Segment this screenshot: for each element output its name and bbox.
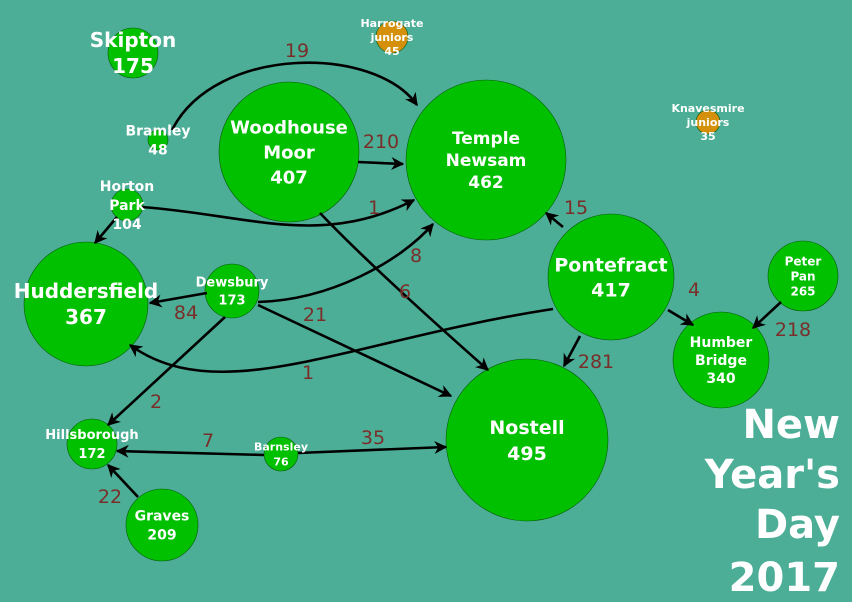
node-humber-label: 340 <box>706 371 735 387</box>
diagram-title: New Year's Day 2017 <box>704 402 840 601</box>
node-pontefract-label: 417 <box>591 279 631 301</box>
title-line: 2017 <box>729 555 840 601</box>
node-horton-label: Horton <box>100 179 155 195</box>
edge-pontefract-huddersfield <box>128 307 554 373</box>
node-horton-label: Park <box>109 198 145 214</box>
node-pontefract-circle <box>547 213 675 341</box>
node-graves-label: 209 <box>147 528 176 544</box>
node-temple-label: Newsam <box>446 151 527 171</box>
node-skipton-label: 175 <box>112 54 154 78</box>
edge-dewsbury-hillsborough <box>107 316 226 426</box>
node-skipton-circle <box>107 27 159 79</box>
edge-pontefract-temple <box>544 211 564 229</box>
node-harrogate-label: 45 <box>384 45 399 58</box>
node-bramley-label: Bramley <box>125 124 190 140</box>
node-woodhouse-label: Moor <box>263 142 315 163</box>
edge-woodhouse-nostell <box>319 212 489 371</box>
node-huddersfield-circle <box>23 241 149 367</box>
edge-woodhouse-nostell-label: 6 <box>399 281 411 303</box>
edge-graves-hillsborough <box>107 464 139 498</box>
node-huddersfield-label: 367 <box>65 305 107 329</box>
node-hillsborough-label: Hillsborough <box>45 428 138 443</box>
node-graves-circle <box>125 488 199 562</box>
edge-pontefract-nostell-label: 281 <box>578 351 614 373</box>
edge-dewsbury-temple <box>257 223 434 304</box>
edge-barnsley-nostell-label: 35 <box>361 427 385 449</box>
edge-dewsbury-nostell-label: 21 <box>303 304 327 326</box>
node-peterpan-label: 265 <box>790 284 815 298</box>
node-hillsborough-circle <box>66 418 118 470</box>
node-temple-label: Temple <box>452 129 520 149</box>
node-graves-label: Graves <box>135 509 190 525</box>
node-pontefract-label: Pontefract <box>554 254 667 276</box>
edge-pontefract-temple-label: 15 <box>564 197 588 219</box>
edge-pontefract-nostell <box>562 335 582 368</box>
edge-dewsbury-hillsborough-label: 2 <box>150 391 162 413</box>
edge-woodhouse-temple-label: 210 <box>363 131 399 153</box>
edge-horton-temple-label: 1 <box>368 197 380 219</box>
edge-woodhouse-temple <box>357 156 405 170</box>
edge-barnsley-hillsborough-label: 7 <box>202 430 214 452</box>
edge-barnsley-nostell <box>297 440 448 455</box>
node-skipton-label: Skipton <box>90 28 176 52</box>
node-humber-label: Bridge <box>695 353 747 369</box>
nodes <box>23 20 839 562</box>
node-barnsley-label: Barnsley <box>254 440 308 453</box>
node-humber-circle <box>672 311 770 409</box>
node-peterpan-circle <box>767 240 839 312</box>
title-line: New <box>742 402 840 448</box>
node-harrogate-label: Harrogate <box>360 17 423 30</box>
node-peterpan-label: Peter <box>785 254 822 268</box>
node-dewsbury-circle <box>204 263 260 319</box>
node-peterpan-label: Pan <box>790 269 815 283</box>
title-line: Year's <box>704 452 840 498</box>
edge-peterpan-humber <box>752 301 782 329</box>
node-nostell-label: Nostell <box>489 417 564 439</box>
node-woodhouse-label: 407 <box>270 167 308 188</box>
node-harrogate-label: juniors <box>370 31 414 44</box>
node-dewsbury-label: Dewsbury <box>196 276 269 291</box>
node-temple-label: 462 <box>468 173 504 193</box>
edge-graves-hillsborough-label: 22 <box>98 486 122 508</box>
node-hillsborough-label: 172 <box>78 447 105 462</box>
node-horton-circle <box>110 188 144 222</box>
node-temple-circle <box>405 79 567 241</box>
edge-pontefract-huddersfield-label: 1 <box>302 362 314 384</box>
node-huddersfield-label: Huddersfield <box>14 279 159 303</box>
edges: 19 210 1 8 15 6 84 21 1 4 281 218 2 7 35 22 <box>94 40 811 508</box>
edge-horton-huddersfield <box>94 216 118 244</box>
node-bramley-circle <box>147 129 169 151</box>
node-woodhouse-label: Woodhouse <box>230 117 348 138</box>
title-line: Day <box>755 502 840 548</box>
edge-dewsbury-huddersfield <box>148 291 208 308</box>
node-humber-label: Humber <box>690 335 753 351</box>
node-knavesmire-circle <box>695 109 721 135</box>
node-dewsbury-label: 173 <box>218 294 245 309</box>
edge-bramley-temple <box>170 61 419 131</box>
node-knavesmire-label: 35 <box>700 130 715 143</box>
node-bramley-label: 48 <box>148 143 167 159</box>
edge-horton-temple <box>141 198 416 227</box>
node-barnsley-label: 76 <box>273 455 289 468</box>
edge-dewsbury-huddersfield-label: 84 <box>174 302 198 324</box>
node-nostell-circle <box>445 358 609 522</box>
node-labels: Skipton175Harrogatejuniors45Bramley48Woo… <box>14 17 822 544</box>
edge-peterpan-humber-label: 218 <box>775 319 811 341</box>
edge-pontefract-humber-label: 4 <box>688 279 700 301</box>
node-horton-label: 104 <box>112 217 141 233</box>
node-woodhouse-circle <box>218 81 360 223</box>
edge-barnsley-hillsborough <box>115 444 265 458</box>
edge-bramley-temple-label: 19 <box>285 40 309 62</box>
node-harrogate-circle <box>375 20 409 54</box>
node-knavesmire-label: juniors <box>686 116 730 129</box>
node-nostell-label: 495 <box>507 443 547 465</box>
node-knavesmire-label: Knavesmire <box>671 102 744 115</box>
edge-pontefract-humber <box>667 308 695 327</box>
edge-dewsbury-temple-label: 8 <box>410 245 422 267</box>
